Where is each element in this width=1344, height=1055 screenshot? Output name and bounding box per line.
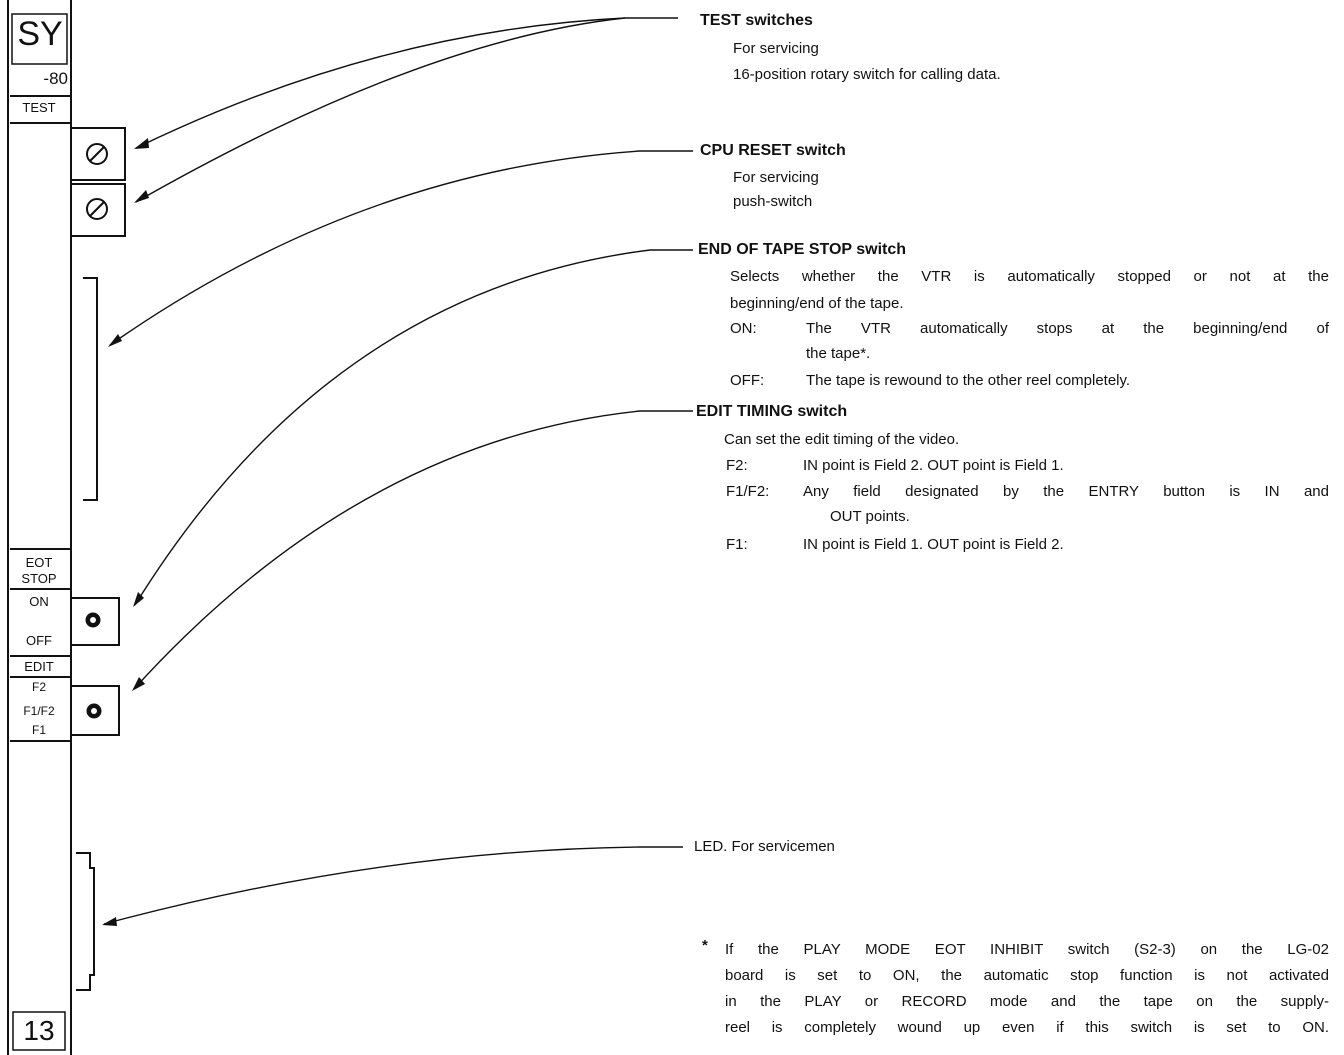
eot-off-label: OFF (26, 633, 52, 648)
eot-desc-2: beginning/end of the tape. (730, 295, 904, 312)
model-label-80: -80 (43, 69, 68, 88)
eot-on-text-1: The VTR automatically stops at the begin… (806, 320, 1329, 337)
cpu-reset-switch-icon (86, 198, 108, 220)
edit-f1f2-text-1: Any field designated by the ENTRY button… (803, 483, 1329, 500)
eot-on-label: ON (29, 594, 49, 609)
eot-switch-box (72, 597, 120, 646)
edit-heading: EDIT TIMING switch (696, 403, 848, 420)
eot-bracket (83, 277, 98, 501)
edit-desc: Can set the edit timing of the video. (724, 431, 960, 448)
eot-desc-1: Selects whether the VTR is automatically… (730, 268, 1329, 285)
test-rotary-switch-icon (86, 143, 108, 165)
edit-f1f2-term: F1/F2: (726, 483, 770, 500)
edit-f1-label: F1 (31, 723, 46, 737)
test-heading: TEST switches (700, 12, 813, 29)
front-panel (7, 0, 72, 1055)
edit-f2-term: F2: (726, 457, 748, 474)
footnote-line-3: in the PLAY or RECORD mode and the tape … (725, 993, 1329, 1010)
edit-f2-label: F2 (31, 680, 46, 694)
eot-on-term: ON: (730, 320, 757, 337)
eot-toggle-icon (85, 612, 101, 628)
leader-test-2 (135, 17, 626, 203)
arrowheads (102, 138, 149, 926)
eot-panel-label-2: STOP (21, 571, 57, 586)
footnote-line-1: If the PLAY MODE EOT INHIBIT switch (S2-… (725, 941, 1329, 958)
edit-toggle-icon (86, 703, 102, 719)
edit-f1-term: F1: (726, 536, 748, 553)
leader-cpu-reset (109, 150, 693, 346)
edit-f1f2-label: F1/F2 (23, 704, 55, 718)
eot-off-term: OFF: (730, 372, 765, 389)
eot-off-text: The tape is rewound to the other reel co… (806, 372, 1131, 389)
cpu-reset-heading: CPU RESET switch (700, 142, 846, 159)
edit-f1f2-text-2: OUT points. (830, 508, 910, 525)
test-switch-box (72, 127, 126, 237)
footnote-marker: * (702, 937, 708, 954)
cpu-reset-line-1: For servicing (733, 169, 819, 186)
cpu-reset-line-2: push-switch (733, 193, 813, 210)
test-panel-label: TEST (22, 100, 56, 115)
model-label-sy: SY (17, 15, 63, 53)
eot-on-text-2: the tape*. (806, 345, 871, 362)
edit-f1-text: IN point is Field 1. OUT point is Field … (803, 536, 1064, 553)
leader-edit (133, 410, 693, 690)
footnote-line-4: reel is completely wound up even if this… (725, 1019, 1329, 1036)
led-bracket (76, 852, 95, 991)
test-line-2: 16-position rotary switch for calling da… (733, 66, 1001, 83)
test-line-1: For servicing (733, 40, 819, 57)
eot-heading: END OF TAPE STOP switch (698, 241, 907, 258)
edit-switch-box (72, 685, 120, 736)
footnote-line-2: board is set to ON, the automatic stop f… (725, 967, 1329, 984)
leader-test-1 (135, 17, 678, 149)
led-label: LED. For servicemen (694, 838, 835, 855)
eot-panel-label-1: EOT (25, 555, 53, 570)
leader-led (103, 846, 683, 925)
leader-eot (134, 249, 693, 606)
edit-panel-label: EDIT (24, 659, 54, 674)
edit-f2-text: IN point is Field 2. OUT point is Field … (803, 457, 1064, 474)
slot-number: 13 (23, 1015, 55, 1046)
leader-lines (103, 17, 693, 925)
